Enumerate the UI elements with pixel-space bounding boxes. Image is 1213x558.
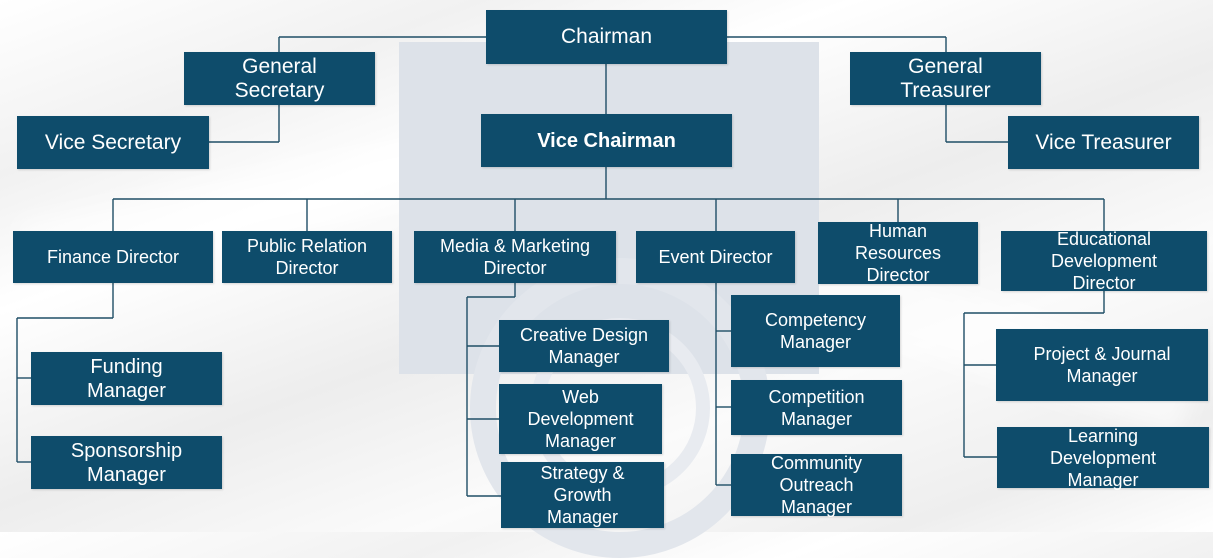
- learning-development-manager-label: Learning Development Manager: [1049, 425, 1157, 490]
- public-relation-director-box: Public Relation Director: [222, 231, 392, 283]
- event-director-box: Event Director: [636, 231, 795, 283]
- vice-secretary-label: Vice Secretary: [44, 130, 182, 154]
- learning-development-manager-box: Learning Development Manager: [997, 425, 1209, 490]
- project-journal-manager-box: Project & Journal Manager: [996, 329, 1208, 401]
- finance-director-label: Finance Director: [46, 247, 180, 267]
- public-relation-director-label: Public Relation Director: [246, 236, 368, 278]
- competency-manager-box: Competency Manager: [731, 295, 900, 367]
- funding-manager-label: Funding Manager: [87, 355, 166, 402]
- chairman-label: Chairman: [560, 25, 653, 48]
- competency-manager-label: Competency Manager: [764, 310, 867, 352]
- competition-manager-label: Competition Manager: [768, 386, 865, 429]
- community-outreach-manager-label: Community Outreach Manager: [770, 453, 863, 517]
- media-marketing-director-label: Media & Marketing Director: [439, 236, 591, 278]
- educational-development-director-label: Educational Development Director: [1050, 229, 1158, 293]
- creative-design-manager-label: Creative Design Manager: [519, 325, 649, 367]
- human-resources-director-label: Human Resources Director: [854, 221, 942, 285]
- web-development-manager-box: Web Development Manager: [499, 384, 662, 454]
- chairman-box: Chairman: [486, 10, 727, 64]
- creative-design-manager-box: Creative Design Manager: [499, 320, 669, 372]
- project-journal-manager-label: Project & Journal Manager: [1033, 344, 1171, 386]
- funding-manager-box: Funding Manager: [31, 352, 222, 405]
- general-secretary-label: General Secretary: [234, 54, 325, 102]
- vice-treasurer-box: Vice Treasurer: [1008, 116, 1199, 169]
- vice-chairman-label: Vice Chairman: [537, 129, 676, 152]
- sponsorship-manager-label: Sponsorship Manager: [70, 439, 183, 486]
- community-outreach-manager-box: Community Outreach Manager: [731, 453, 902, 517]
- web-development-manager-label: Web Development Manager: [527, 387, 634, 451]
- general-secretary-box: General Secretary: [184, 52, 375, 105]
- finance-director-box: Finance Director: [13, 231, 213, 283]
- connector-lines: [16, 36, 1105, 497]
- human-resources-director-box: Human Resources Director: [818, 221, 978, 285]
- vice-secretary-box: Vice Secretary: [17, 116, 209, 169]
- vice-treasurer-label: Vice Treasurer: [1035, 130, 1172, 154]
- general-treasurer-label: General Treasurer: [900, 54, 991, 102]
- strategy-growth-manager-label: Strategy & Growth Manager: [540, 463, 625, 527]
- vice-chairman-box: Vice Chairman: [481, 114, 732, 167]
- educational-development-director-box: Educational Development Director: [1001, 229, 1207, 293]
- competition-manager-box: Competition Manager: [731, 380, 902, 435]
- media-marketing-director-box: Media & Marketing Director: [414, 231, 616, 283]
- general-treasurer-box: General Treasurer: [850, 52, 1041, 105]
- sponsorship-manager-box: Sponsorship Manager: [31, 436, 222, 489]
- strategy-growth-manager-box: Strategy & Growth Manager: [501, 462, 664, 528]
- event-director-label: Event Director: [658, 247, 773, 267]
